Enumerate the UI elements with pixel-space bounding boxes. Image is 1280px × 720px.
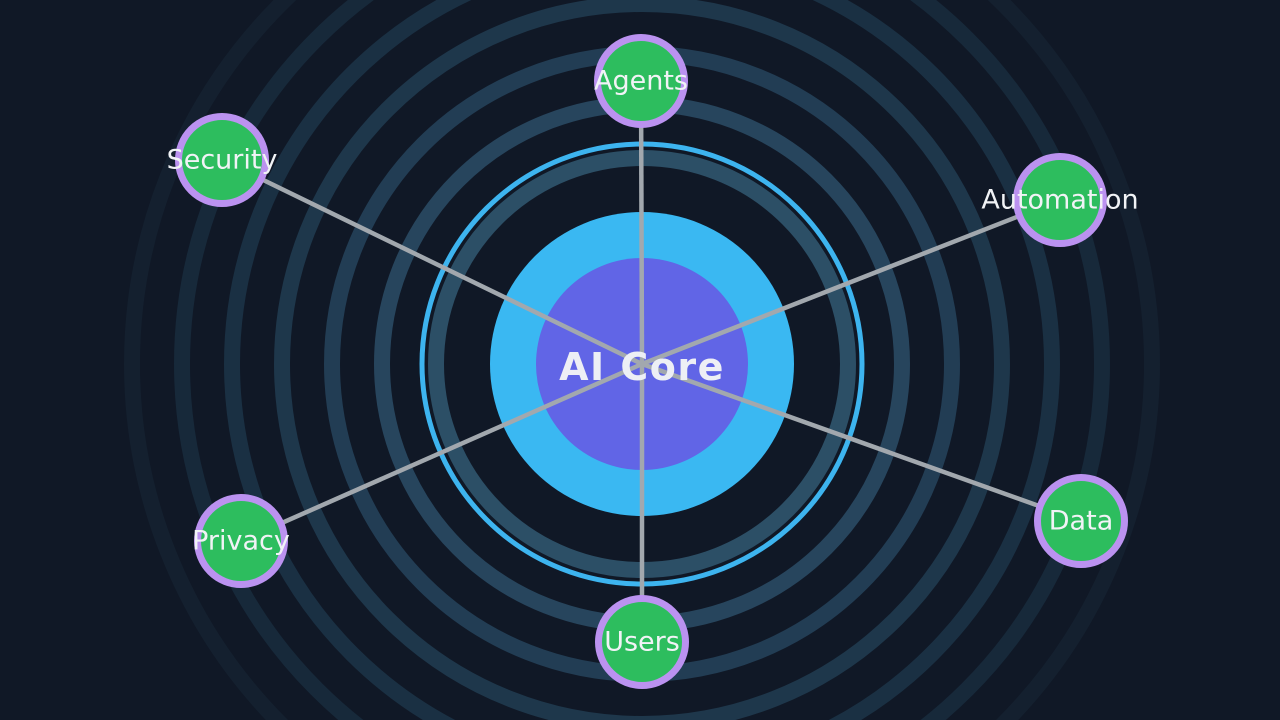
node-agents	[594, 34, 688, 128]
node-label-users: Users	[604, 627, 680, 658]
connector-data	[641, 361, 1082, 524]
orbit-ring-3	[274, 0, 1010, 720]
node-label-data: Data	[1049, 506, 1113, 537]
connector-agents	[638, 80, 645, 365]
nodes-layer	[175, 34, 1128, 689]
orbit-ring-5	[174, 0, 1110, 720]
connector-privacy	[240, 361, 643, 544]
node-privacy	[194, 494, 288, 588]
node-security	[175, 113, 269, 207]
node-users	[595, 595, 689, 689]
node-automation	[1013, 153, 1107, 247]
node-label-privacy: Privacy	[192, 526, 290, 557]
node-label-security: Security	[167, 145, 278, 176]
connector-automation	[641, 197, 1061, 367]
orbit-ring-6	[124, 0, 1160, 720]
node-label-automation: Automation	[981, 185, 1138, 216]
orbit-ring-4	[224, 0, 1060, 720]
node-label-agents: Agents	[594, 66, 688, 97]
node-data	[1034, 474, 1128, 568]
core-title: AI Core	[559, 345, 725, 389]
connector-security	[221, 157, 643, 367]
